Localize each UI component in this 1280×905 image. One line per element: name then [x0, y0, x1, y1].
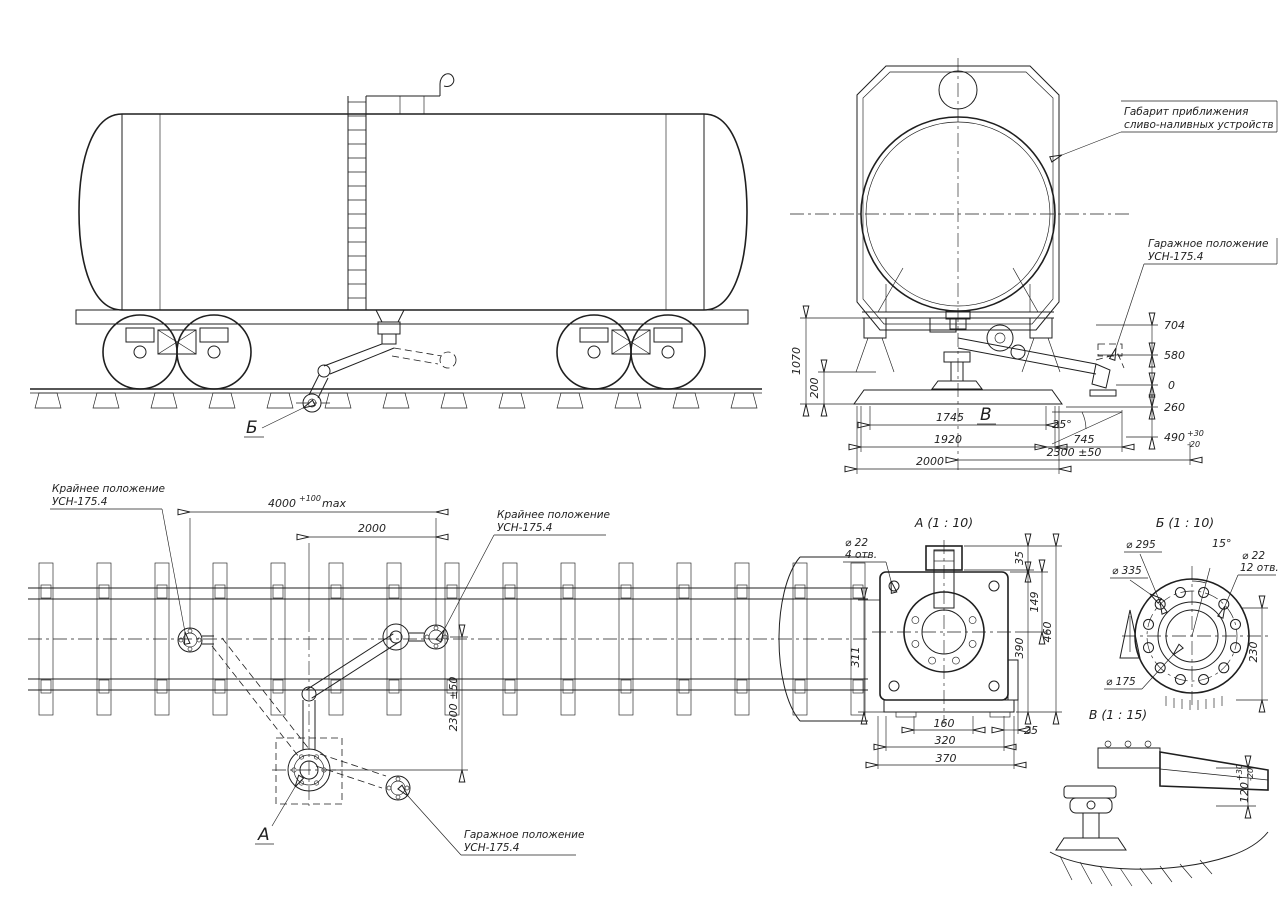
dim-120-tol-dn: -20 — [1246, 768, 1255, 781]
clearance-note-line2: сливо-наливных устройств — [1124, 119, 1274, 131]
detail-a-title: А (1 : 10) — [914, 515, 973, 530]
dim-335: ⌀ 335 — [1112, 565, 1142, 577]
level-0: 0 — [1168, 379, 1175, 392]
level-704: 704 — [1164, 319, 1185, 332]
end-detail-label: В — [980, 405, 992, 425]
underframe — [75, 309, 749, 325]
level-490-tol-up: +30 — [1187, 429, 1204, 438]
dim-160: 160 — [934, 717, 955, 730]
holes-note-line2: 4 отв. — [845, 549, 877, 561]
track-plan — [28, 562, 868, 716]
dim-1070: 1070 — [790, 347, 803, 375]
dim-1745: 1745 — [936, 411, 964, 424]
plan-detail-label: А — [257, 825, 270, 845]
dim-1920: 1920 — [934, 433, 962, 446]
end-view-dimensions: 1070 200 1745 1920 2000 2300 ±50 745 25° — [790, 305, 1204, 474]
dim-175: ⌀ 175 — [1106, 676, 1136, 688]
garage-note-plan-line1: Гаражное положение — [464, 829, 584, 841]
side-view: Б — [30, 73, 762, 438]
tank-plan-outline — [778, 556, 868, 722]
dim-390: 390 — [1013, 638, 1026, 659]
clearance-note-line1: Габарит приближения — [1124, 106, 1248, 118]
level-490: 490 — [1164, 431, 1185, 444]
dim-2300-plan: 2300 ±50 — [447, 677, 460, 732]
dim-4000-max: max — [322, 497, 346, 510]
rail-and-ties — [30, 388, 762, 409]
clearance-gauge-outline — [856, 65, 1060, 331]
clearance-note: Габарит приближения сливо-наливных устро… — [1049, 100, 1278, 163]
extreme-note-right: Крайнее положение УСН-175.4 — [435, 509, 610, 643]
extreme-note-left-line1: Крайнее положение — [52, 483, 165, 495]
detail-v: В (1 : 15) 120 +30 -20 — [1049, 707, 1269, 887]
tank-body — [78, 113, 748, 311]
extreme-note-left: Крайнее положение УСН-175.4 — [50, 483, 191, 645]
garage-note-end-line1: Гаражное положение — [1148, 238, 1268, 250]
dim-2000-plan: 2000 — [358, 522, 386, 535]
garage-note-plan-line2: УСН-175.4 — [464, 842, 519, 854]
dim-320: 320 — [935, 734, 956, 747]
bogie-left — [102, 314, 252, 390]
end-view: 1070 200 1745 1920 2000 2300 ±50 745 25° — [790, 58, 1278, 474]
side-detail-label: Б — [246, 418, 258, 438]
detail-b-callouts: ⌀ 295 ⌀ 335 ⌀ 175 ⌀ 22 12 отв. 230 — [1104, 539, 1279, 713]
level-580: 580 — [1164, 349, 1185, 362]
plan-view-dimensions: 4000 +100 max 2000 2300 ±50 — [177, 494, 468, 783]
dim-4000: 4000 — [268, 497, 296, 510]
detail-b-title: Б (1 : 10) — [1156, 515, 1214, 530]
dim-370: 370 — [936, 752, 957, 765]
dim-25deg: 25° — [1052, 418, 1072, 431]
garage-note-end: Гаражное положение УСН-175.4 — [1108, 238, 1278, 361]
dim-15deg: 15° — [1212, 537, 1232, 550]
dim-120: 120 — [1238, 782, 1251, 803]
saddle-and-bogie-end — [853, 267, 1063, 405]
dim-311: 311 — [849, 647, 862, 668]
detail-v-drawing — [1049, 740, 1269, 887]
dim-22-qty: 12 отв. — [1240, 562, 1279, 574]
dim-2300: 2300 ±50 — [1047, 446, 1102, 459]
drain-device-end — [945, 310, 1125, 397]
dim-149: 149 — [1028, 592, 1041, 613]
detail-v-title: В (1 : 15) — [1089, 707, 1147, 722]
dim-460: 460 — [1041, 622, 1054, 643]
extreme-note-left-line2: УСН-175.4 — [52, 496, 107, 508]
usn-device-plan — [177, 623, 449, 806]
dim-22: ⌀ 22 — [1242, 550, 1265, 562]
detail-a-holes-note: ⌀ 22 4 отв. — [843, 537, 898, 594]
dim-230: 230 — [1247, 642, 1260, 663]
dim-295: ⌀ 295 — [1126, 539, 1156, 551]
detail-v-dimension: 120 +30 -20 — [1216, 755, 1256, 819]
plan-view: 4000 +100 max 2000 2300 ±50 Крайнее поло… — [28, 483, 868, 856]
dim-120-tol-up: +30 — [1235, 764, 1244, 781]
extreme-note-right-line1: Крайнее положение — [497, 509, 610, 521]
dim-745: 745 — [1074, 433, 1095, 446]
dim-4000-tol: +100 — [299, 494, 321, 503]
drain-device-side — [296, 309, 457, 413]
bogie-right — [556, 314, 706, 390]
dim-2000: 2000 — [916, 455, 944, 468]
garage-note-plan: Гаражное положение УСН-175.4 — [397, 784, 584, 856]
dim-25: 25 — [1024, 724, 1038, 737]
garage-note-end-line2: УСН-175.4 — [1148, 251, 1203, 263]
ladder-and-platform — [347, 73, 455, 310]
dim-35: 35 — [1013, 551, 1026, 565]
holes-note-line1: ⌀ 22 — [845, 537, 868, 549]
extreme-note-right-line2: УСН-175.4 — [497, 522, 552, 534]
detail-a: А (1 : 10) 35 149 390 460 — [843, 515, 1062, 769]
level-260: 260 — [1164, 401, 1185, 414]
detail-a-dimensions: 35 149 390 460 311 160 320 370 25 — [849, 533, 1062, 769]
detail-b: Б (1 : 10) 15° ⌀ 295 ⌀ 335 ⌀ 175 ⌀ 22 12… — [1104, 515, 1279, 713]
dim-200: 200 — [808, 378, 821, 399]
level-490-tol-dn: -20 — [1187, 440, 1200, 449]
